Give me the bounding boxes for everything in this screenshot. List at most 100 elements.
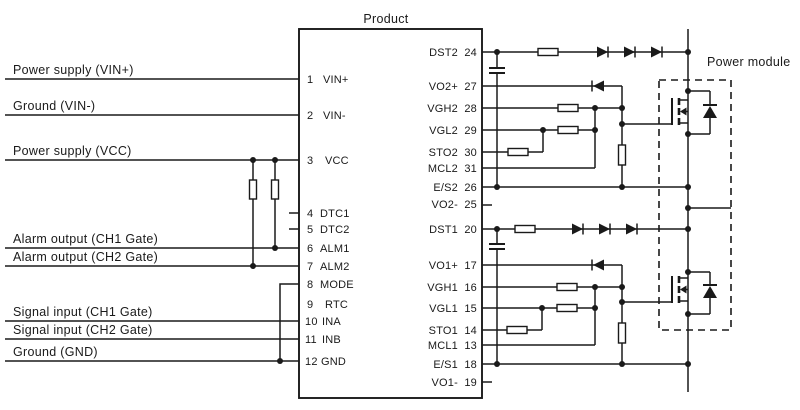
junction-dots xyxy=(250,49,691,367)
junction-dot xyxy=(619,105,625,111)
pin-number: 19 xyxy=(464,377,477,389)
junction-dot xyxy=(539,305,545,311)
body-diode-ch2 xyxy=(703,106,717,118)
pin-name: ALM1 xyxy=(320,243,350,255)
signal-label: Ground (GND) xyxy=(13,345,98,359)
resistor-vgh1 xyxy=(556,282,578,292)
pin-number: 17 xyxy=(464,260,477,272)
pin-number: 13 xyxy=(464,340,477,352)
junction-dot xyxy=(685,88,691,94)
pin-number: 4 xyxy=(307,208,313,220)
pin-number: 9 xyxy=(307,299,313,311)
pin-number: 7 xyxy=(307,261,313,273)
signal-label: Ground (VIN-) xyxy=(13,99,95,113)
pin-number: 20 xyxy=(464,224,477,236)
pin-number: 29 xyxy=(464,125,477,137)
pin-name: DTC2 xyxy=(320,224,350,236)
pin-name: DST2 xyxy=(429,47,458,59)
pin-name: VGH2 xyxy=(427,103,458,115)
pin-name: MCL1 xyxy=(428,340,458,352)
pin-number: 2 xyxy=(307,110,313,122)
right-pin-labels: DST2 24 VO2+ 27 VGH2 28 VGL2 29 STO2 30 … xyxy=(427,47,477,389)
signal-label: Signal input (CH2 Gate) xyxy=(13,323,153,337)
pin-name: E/S1 xyxy=(433,359,458,371)
junction-dot xyxy=(592,305,598,311)
pin-name: E/S2 xyxy=(433,182,458,194)
junction-dot xyxy=(540,127,546,133)
junction-dot xyxy=(619,361,625,367)
pin-name: GND xyxy=(321,356,346,368)
mosfet-arrow xyxy=(680,285,687,294)
junction-dot xyxy=(272,245,278,251)
diode-dst2-2 xyxy=(624,46,635,58)
diode-dst1-3 xyxy=(626,223,637,235)
wire-mode-to-gnd xyxy=(279,283,299,361)
pin-number: 6 xyxy=(307,243,313,255)
left-pin-labels: 1 VIN+ 2 VIN- 3 VCC 4 DTC1 5 DTC2 6 ALM1… xyxy=(305,74,354,368)
pin-name: RTC xyxy=(325,299,348,311)
junction-dot xyxy=(494,361,500,367)
signal-label: Alarm output (CH2 Gate) xyxy=(13,250,158,264)
pin-number: 25 xyxy=(464,199,477,211)
junction-dot xyxy=(592,105,598,111)
diode-dst2-1 xyxy=(597,46,608,58)
pin-name: MCL2 xyxy=(428,163,458,175)
junction-dot xyxy=(685,131,691,137)
ch1-drive-network xyxy=(482,223,688,383)
signal-label: Power supply (VIN+) xyxy=(13,63,134,77)
pin-name: INA xyxy=(322,316,341,328)
junction-dot xyxy=(494,226,500,232)
junction-dot xyxy=(685,311,691,317)
pin-name: INB xyxy=(322,334,341,346)
pin-number: 28 xyxy=(464,103,477,115)
resistor-vgl1 xyxy=(556,303,578,313)
product-ic-box xyxy=(298,28,483,399)
pin-number: 16 xyxy=(464,282,477,294)
junction-dot xyxy=(592,284,598,290)
pin-name: STO2 xyxy=(429,147,458,159)
resistor-sto2 xyxy=(507,147,529,157)
junction-dot xyxy=(250,157,256,163)
pin-name: STO1 xyxy=(429,325,458,337)
pin-number: 30 xyxy=(464,147,477,159)
pin-number: 15 xyxy=(464,303,477,315)
pin-name: DTC1 xyxy=(320,208,350,220)
junction-dot xyxy=(685,269,691,275)
pin-name: VGH1 xyxy=(427,282,458,294)
pin-number: 27 xyxy=(464,81,477,93)
pin-number: 12 xyxy=(305,356,318,368)
pin-number: 11 xyxy=(305,334,317,346)
pin-name: VO2- xyxy=(432,199,459,211)
left-wires xyxy=(5,78,299,362)
resistor-vgl2 xyxy=(557,125,579,135)
junction-dot xyxy=(619,184,625,190)
pin-name: VIN- xyxy=(323,110,346,122)
pin-number: 3 xyxy=(307,155,313,167)
pin-name: VCC xyxy=(325,155,349,167)
pin-number: 5 xyxy=(307,224,313,236)
junction-dot xyxy=(685,184,691,190)
left-signal-labels: Power supply (VIN+) Ground (VIN-) Power … xyxy=(13,63,158,359)
junction-dot xyxy=(685,361,691,367)
junction-dot xyxy=(619,299,625,305)
pin-name: DST1 xyxy=(429,224,458,236)
resistor-sto1 xyxy=(506,325,528,335)
pin-number: 24 xyxy=(464,47,477,59)
pin-number: 14 xyxy=(464,325,477,337)
resistor-gate-source-ch2 xyxy=(617,144,627,166)
mosfet-arrow xyxy=(680,107,687,116)
pin-name: VIN+ xyxy=(323,74,349,86)
mosfet-ch2 xyxy=(671,90,717,135)
pin-name: VO2+ xyxy=(429,81,458,93)
signal-label: Power supply (VCC) xyxy=(13,144,132,158)
junction-dot xyxy=(592,127,598,133)
pin-number: 18 xyxy=(464,359,477,371)
diode-vo2-plus xyxy=(593,80,604,92)
mosfet-ch1 xyxy=(671,271,717,315)
pin-name: VGL2 xyxy=(429,125,458,137)
pin-number: 8 xyxy=(307,279,313,291)
resistor-alm2-pullup xyxy=(248,179,258,200)
resistor-vgh2 xyxy=(557,103,579,113)
pin-name: VGL1 xyxy=(429,303,458,315)
